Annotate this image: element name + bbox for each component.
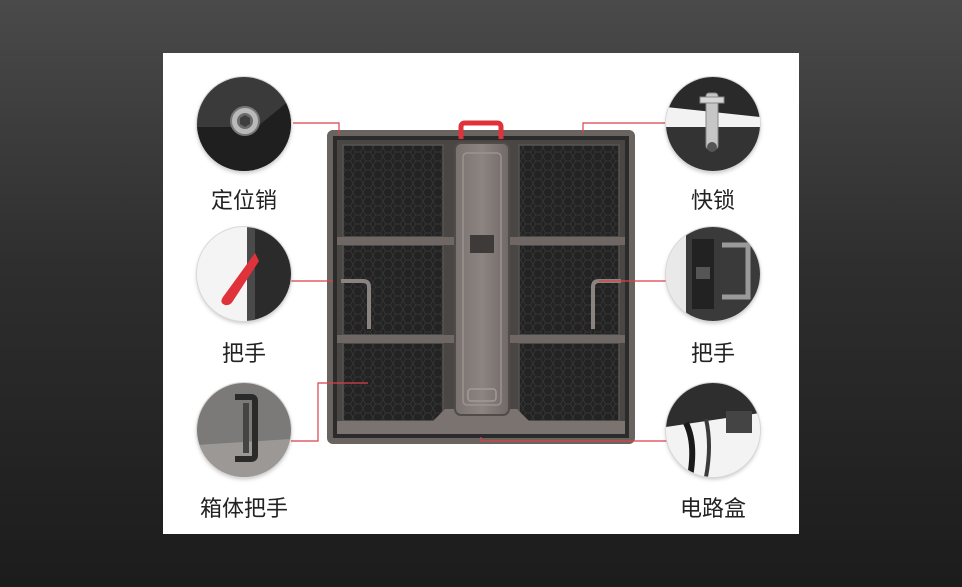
diagram-panel: 定位销 快锁 把手 把手 bbox=[163, 53, 799, 534]
power-box-callout bbox=[666, 383, 760, 477]
top-carry-handle bbox=[458, 120, 504, 139]
module-bottom-left bbox=[342, 342, 444, 422]
center-power-box bbox=[454, 142, 510, 416]
cabinet-handle-callout bbox=[197, 383, 291, 477]
cabinet-handle-label: 箱体把手 bbox=[199, 497, 288, 522]
module-mid-left bbox=[342, 244, 444, 336]
power-box-icon bbox=[666, 383, 760, 477]
leader-lines bbox=[291, 122, 669, 442]
power-box-label: 电路盒 bbox=[679, 497, 746, 522]
locating-pin-label: 定位销 bbox=[210, 189, 277, 214]
cabinet-handle-icon bbox=[197, 383, 291, 477]
handle-left-callout bbox=[197, 227, 291, 321]
red-handle-icon bbox=[197, 227, 291, 321]
quick-lock-callout bbox=[666, 77, 760, 171]
module-mid-right bbox=[518, 244, 620, 336]
led-cabinet-diagram bbox=[291, 120, 669, 444]
module-top-left bbox=[342, 144, 444, 238]
quick-lock-icon bbox=[666, 77, 760, 171]
handle-left-label: 把手 bbox=[221, 342, 266, 367]
locating-pin-icon bbox=[197, 77, 291, 171]
handle-right-label: 把手 bbox=[690, 342, 735, 367]
handle-right-callout bbox=[666, 227, 760, 321]
locating-pin-callout bbox=[197, 77, 291, 171]
module-bottom-right bbox=[518, 342, 620, 422]
module-top-right bbox=[518, 144, 620, 238]
quick-lock-label: 快锁 bbox=[690, 189, 735, 214]
handle-icon bbox=[666, 227, 760, 321]
